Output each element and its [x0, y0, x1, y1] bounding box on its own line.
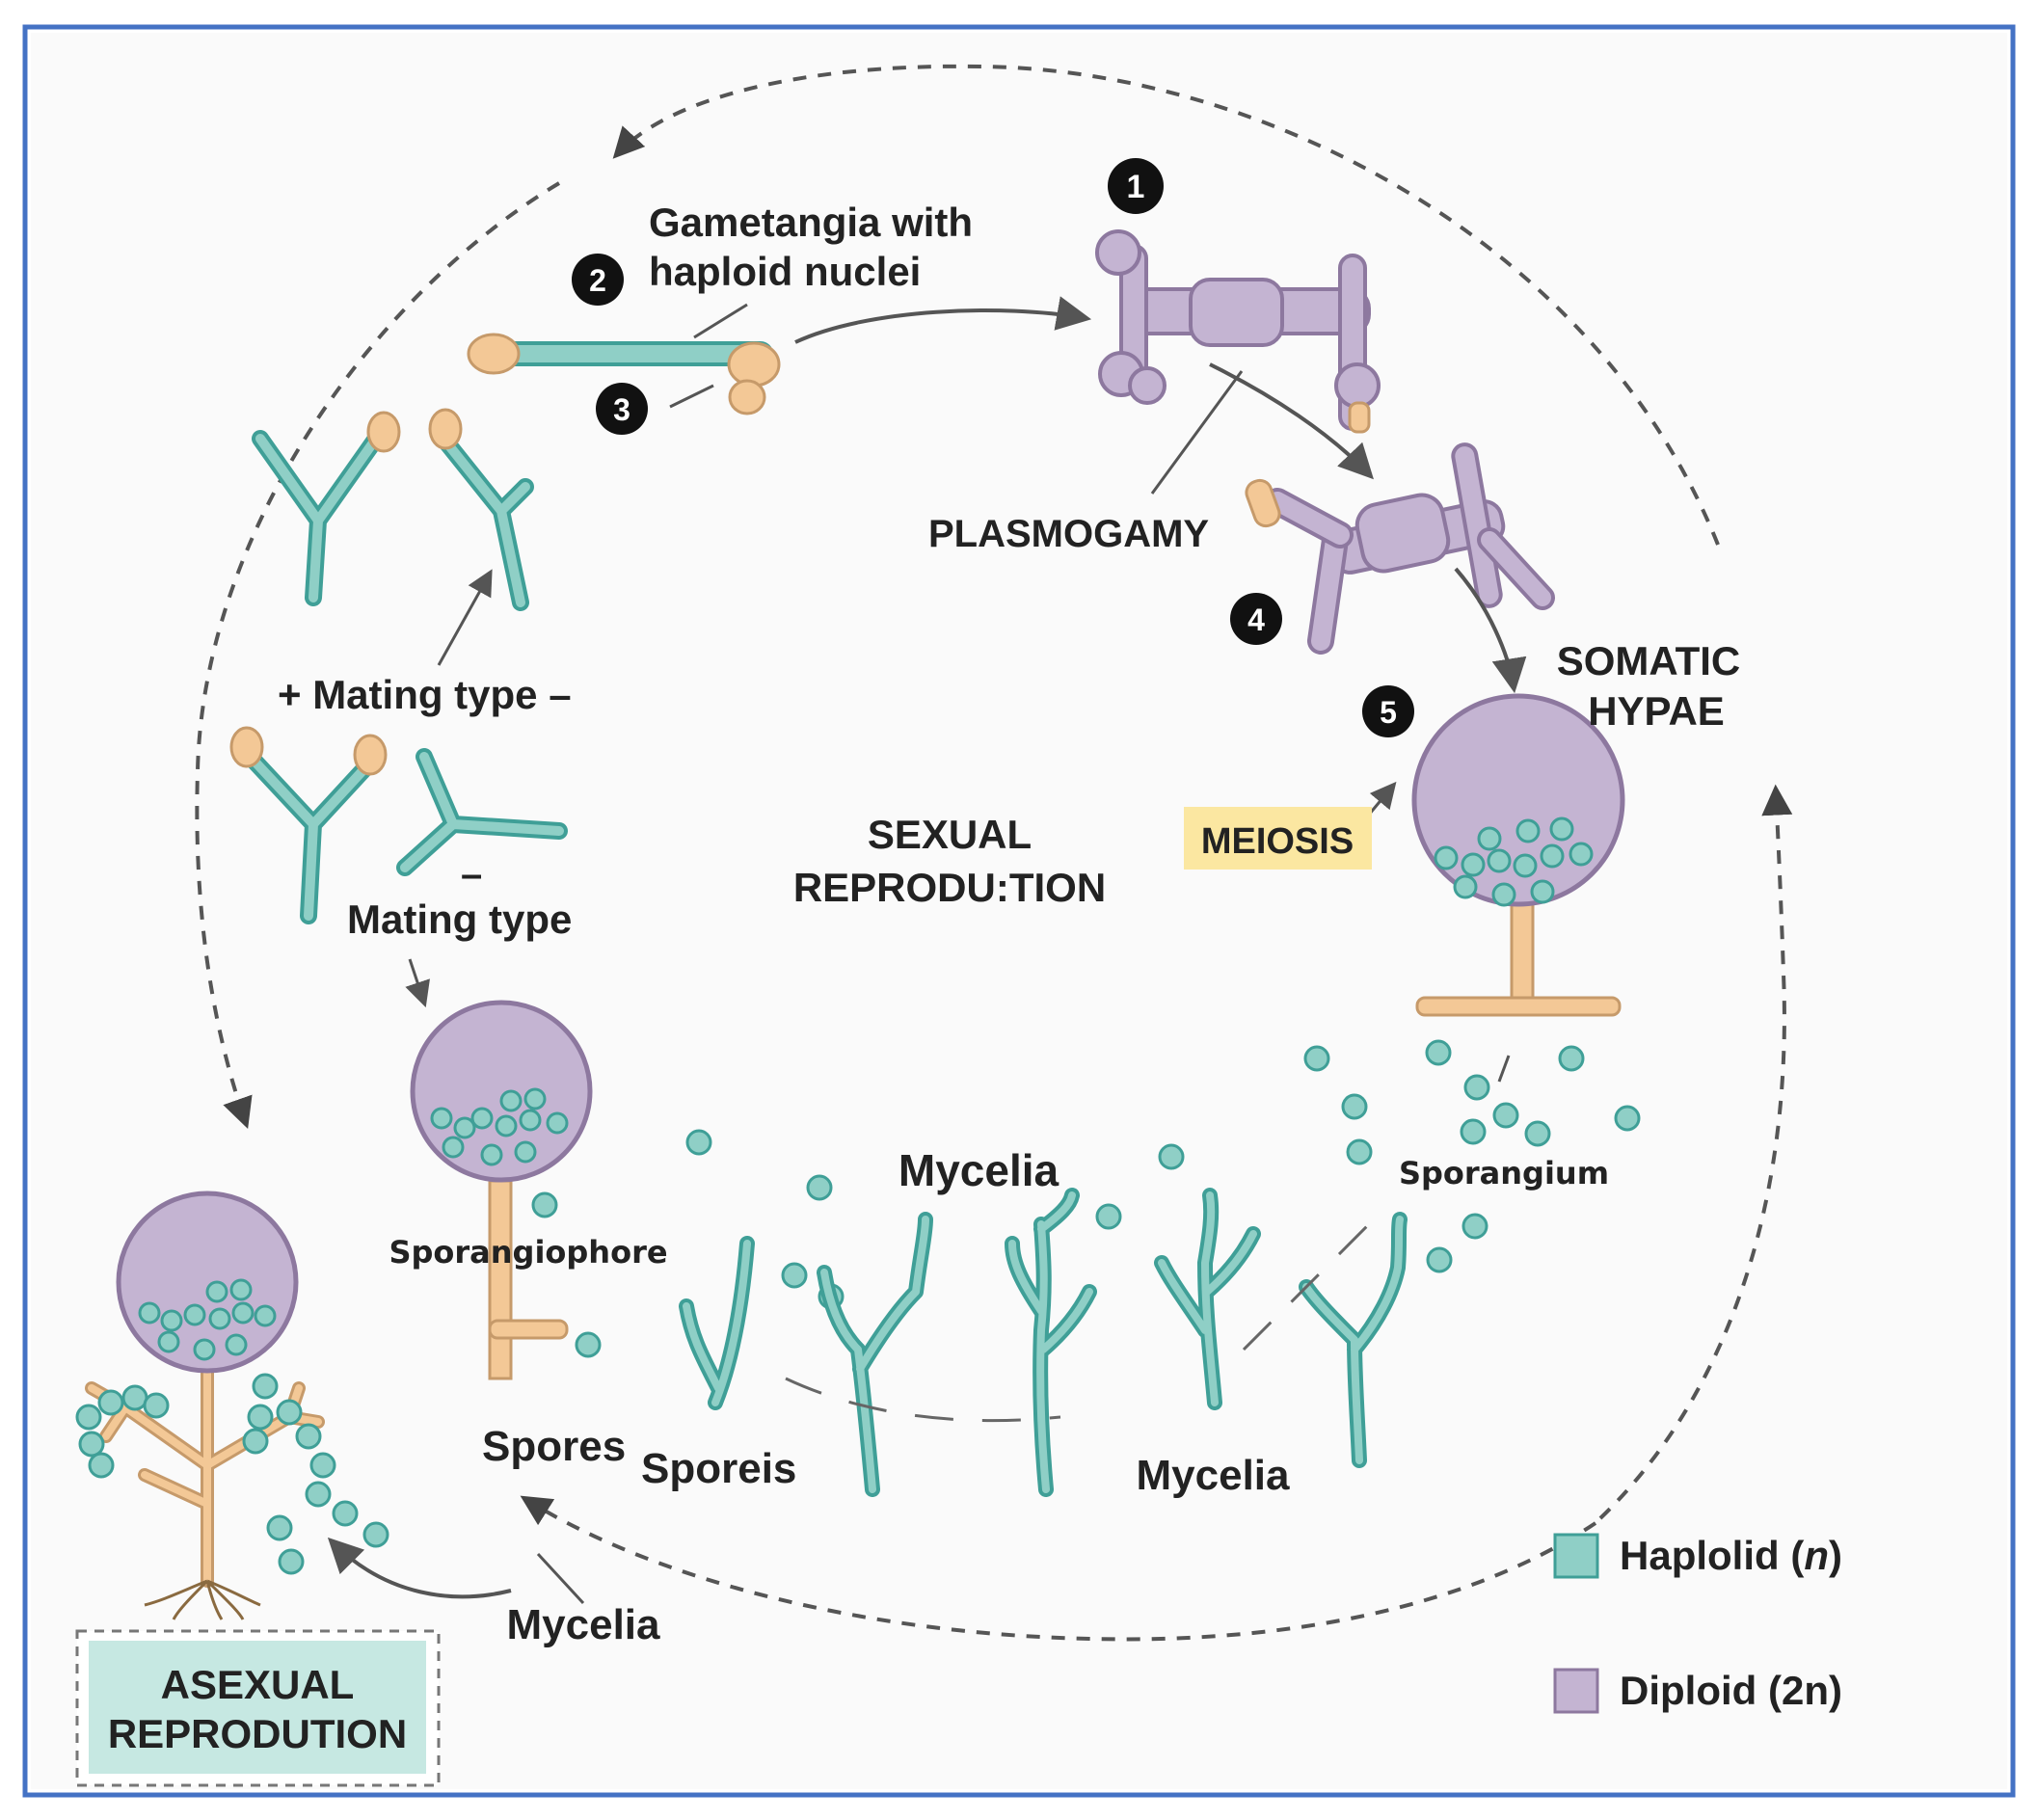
mating-type-plus-label: + Mating type – [278, 672, 572, 717]
arrow-to-sporangium [1454, 567, 1527, 694]
mating-arrow-down [405, 958, 430, 1008]
meiosis-highlight [1184, 807, 1372, 870]
asexual-reproduction-line1: ASEXUAL [161, 1662, 355, 1707]
step-2-badge [572, 254, 624, 306]
step-2-number: 2 [589, 263, 606, 298]
step-5-badge [1362, 685, 1414, 737]
cycle-arrow-left [195, 181, 561, 1130]
released-spores [531, 1039, 1641, 1358]
cycle-arrow-bottom [520, 1495, 1597, 1642]
sporeis-label: Sporeis [641, 1445, 796, 1492]
mycelia-connector-right [1242, 1222, 1371, 1352]
sporangiophore-label: Sporangiophore [389, 1234, 667, 1271]
gametangia-label-line2: haploid nuclei [649, 249, 921, 294]
sporangium-middle [410, 1000, 593, 1380]
outer-frame [22, 24, 2016, 1798]
mycelia-top-label: Mycelia [898, 1145, 1059, 1195]
cycle-arrow-top [612, 64, 1720, 546]
sporangium-leader [1497, 1055, 1511, 1083]
mating-minus-sign: – [461, 853, 482, 896]
arrow-to-fused-hyphae [1209, 362, 1374, 480]
mating-arrow-up [437, 569, 493, 666]
asexual-reproduction-line2: REPRODUTION [108, 1711, 407, 1756]
legend-diploid-swatch [1553, 1668, 1599, 1714]
step-4-number: 4 [1247, 602, 1265, 637]
plasmogamy-label: PLASMOGAMY [928, 513, 1209, 555]
mycelia-connector [785, 1377, 1061, 1423]
step-5-number: 5 [1380, 695, 1397, 730]
step-1-badge [1108, 158, 1164, 214]
mycelia-to-asexual-arrow [327, 1537, 512, 1599]
fused-hyphae [1245, 442, 1555, 655]
legend-haploid-swatch [1553, 1533, 1599, 1579]
legend-haploid-label: Haplolid (n) [1620, 1533, 1842, 1578]
cycle-arrow-right [1598, 784, 1793, 1520]
arrow-to-plasmogamy [794, 296, 1092, 344]
meiosis-arrow [1367, 781, 1397, 816]
legend-diploid-label: Diploid (2n) [1620, 1668, 1842, 1713]
sporangium-label: Sporangium [1399, 1155, 1609, 1191]
mycelia-mid-label: Mycelia [1137, 1452, 1291, 1499]
asexual-box [89, 1641, 426, 1774]
sexual-reproduction-line2: REPRODU:TION [793, 865, 1106, 910]
asexual-sporangium [75, 1191, 389, 1620]
step-1-number: 1 [1127, 169, 1145, 205]
somatic-label-line1: SOMATIC [1557, 638, 1741, 683]
meiosis-label: MEIOSIS [1201, 821, 1354, 862]
gametangia-leader [693, 303, 748, 339]
somatic-label-line2: HYPAE [1588, 688, 1725, 734]
mycelia-leader [536, 1552, 585, 1605]
step3-leader [669, 384, 714, 409]
legend: Haplolid (n) Diploid (2n) [1553, 1533, 1842, 1714]
gametangium-tips [229, 408, 463, 776]
plasmogamy-hyphae [1095, 229, 1381, 434]
gametangia [467, 333, 781, 415]
inner-area [31, 33, 2007, 1789]
mating-type-minus-label: Mating type [347, 897, 572, 942]
mycelia-bottom-label: Mycelia [507, 1601, 661, 1648]
step-4-badge [1230, 593, 1282, 645]
spores-label: Spores [482, 1423, 626, 1470]
step-markers [572, 158, 1414, 737]
gametangia-label-line1: Gametangia with [649, 200, 973, 245]
plasmogamy-leader [1150, 370, 1244, 495]
step-3-badge [596, 383, 648, 435]
zygosporangium [1411, 693, 1625, 1017]
sexual-reproduction-line1: SEXUAL [868, 812, 1032, 857]
step-3-number: 3 [613, 392, 630, 427]
